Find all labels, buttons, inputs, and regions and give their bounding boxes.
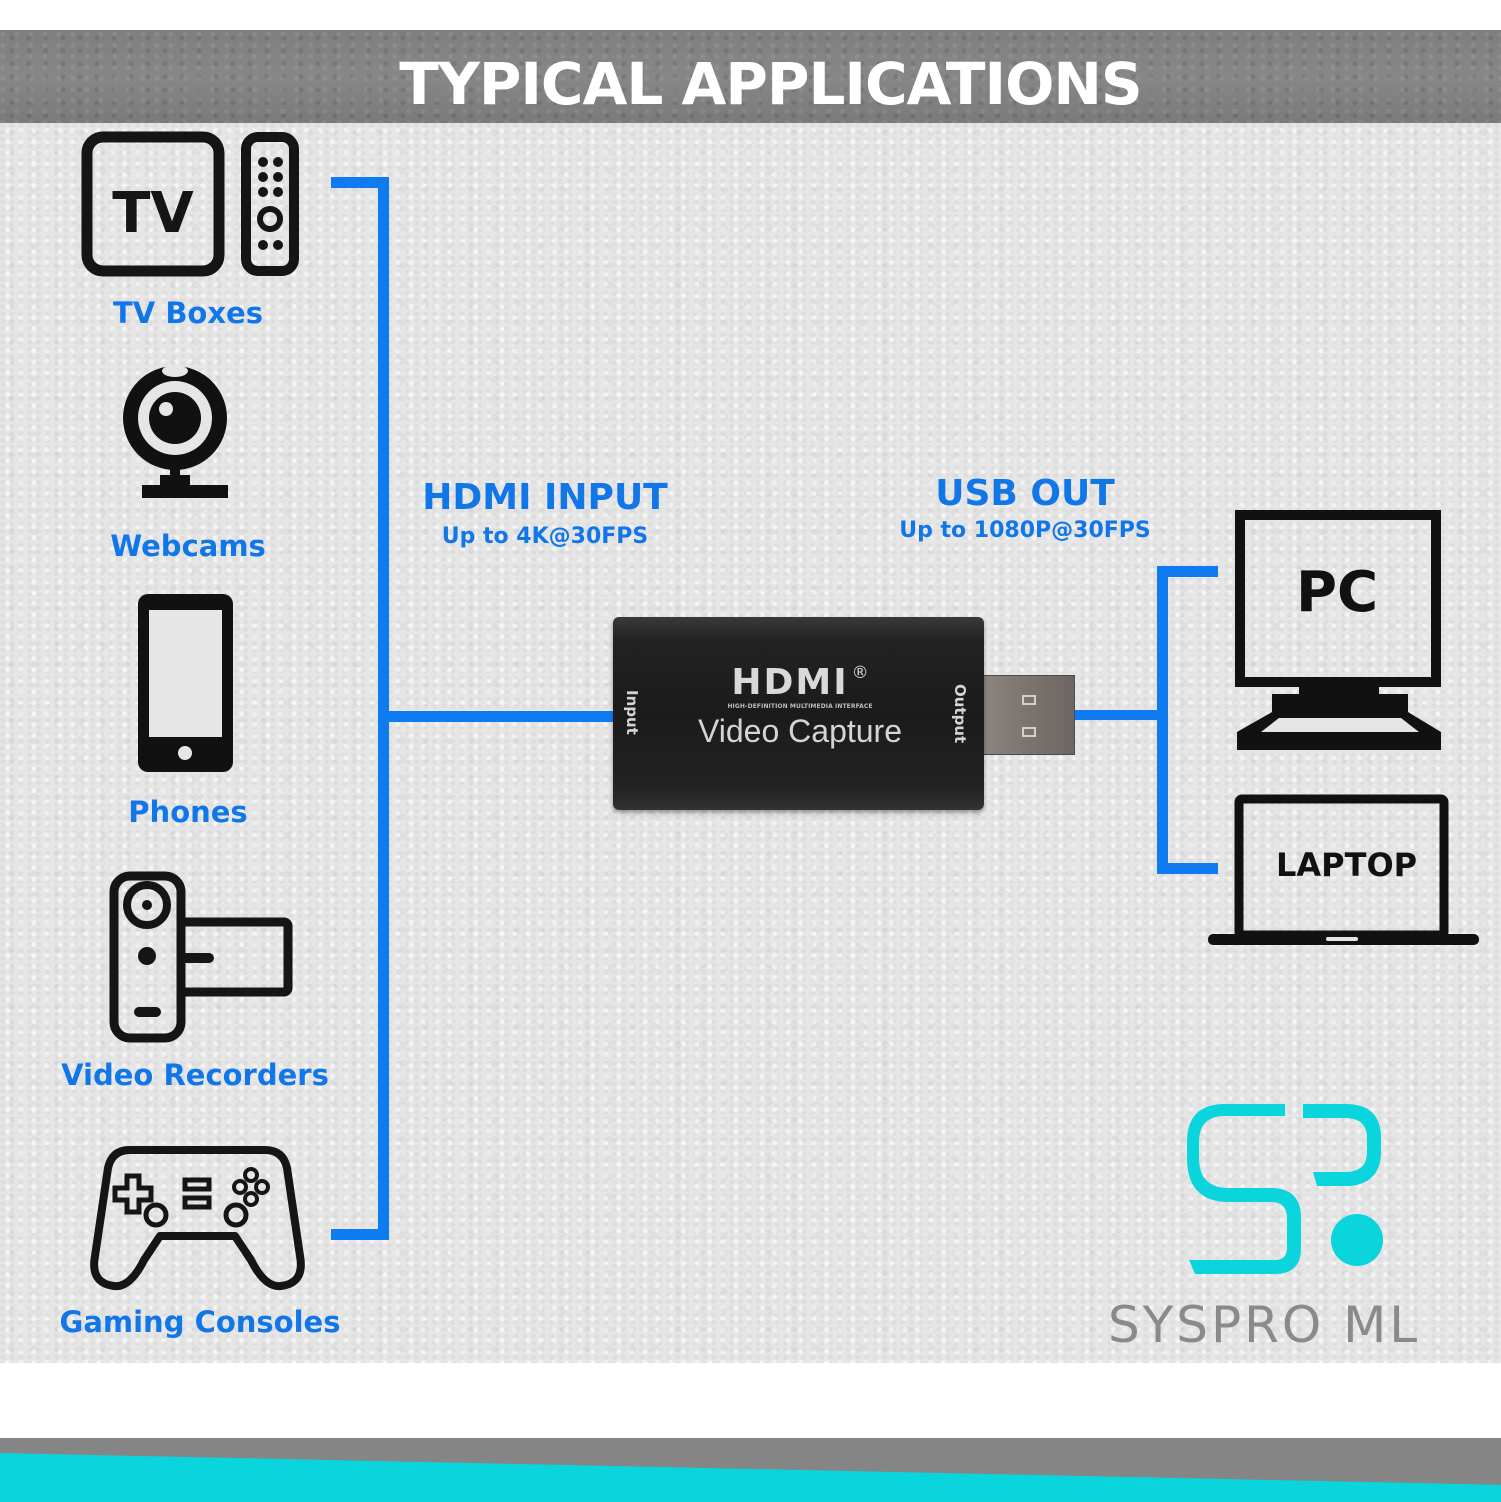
output-spec-subtitle: Up to 1080P@30FPS (899, 518, 1151, 543)
syspro-logo-mark (1187, 1104, 1383, 1274)
connector-output-line (1075, 710, 1167, 720)
gamepad-icon (90, 1146, 305, 1291)
hdmi-logo-row: HDMI ® (731, 664, 868, 702)
connector-laptop-arm (1157, 863, 1218, 874)
device-face: HDMI ® HIGH-DEFINITION MULTIMEDIA INTERF… (660, 664, 940, 750)
hdmi-tagline: HIGH-DEFINITION MULTIMEDIA INTERFACE (727, 703, 873, 710)
hdmi-logo: HDMI (731, 662, 849, 703)
webcam-icon (123, 365, 228, 498)
brand-name: SYSPRO ML (1108, 1296, 1421, 1354)
usb-plug (983, 675, 1075, 755)
connector-top-arm (331, 177, 389, 188)
usb-slot (1022, 695, 1036, 705)
usb-slot (1022, 727, 1036, 737)
top-margin (0, 0, 1501, 30)
laptop-icon (1208, 794, 1479, 945)
connector-left-spine (378, 177, 389, 1240)
connector-pc-arm (1157, 566, 1218, 577)
registered-mark: ® (851, 663, 869, 683)
input-spec-title: HDMI INPUT (422, 477, 668, 518)
device-name: Video Capture (698, 713, 902, 749)
camcorder-icon (109, 871, 293, 1043)
header-banner: TYPICAL APPLICATIONS (0, 30, 1501, 123)
source-label-phones: Phones (128, 795, 248, 829)
connector-bottom-arm (331, 1229, 389, 1240)
source-label-gaming-consoles: Gaming Consoles (59, 1305, 341, 1339)
input-spec-subtitle: Up to 4K@30FPS (441, 524, 649, 549)
desktop-monitor-icon (1235, 510, 1441, 750)
source-label-video-recorders: Video Recorders (61, 1058, 329, 1092)
tv-box-icon: TV (81, 131, 299, 277)
output-spec-title: USB OUT (935, 473, 1115, 514)
source-label-webcams: Webcams (110, 529, 266, 563)
page-title: TYPICAL APPLICATIONS (399, 50, 1142, 118)
source-label-tv-boxes: TV Boxes (113, 296, 263, 330)
phone-icon (138, 594, 233, 772)
video-capture-device (613, 617, 984, 810)
connector-right-spine (1157, 566, 1168, 874)
target-label-pc: PC (1296, 560, 1379, 625)
connector-input-line (389, 711, 615, 722)
target-label-laptop: LAPTOP (1276, 846, 1418, 884)
output-port-label: Output (951, 684, 969, 744)
input-port-label: Input (623, 690, 641, 735)
tv-icon-text: TV (112, 181, 194, 246)
